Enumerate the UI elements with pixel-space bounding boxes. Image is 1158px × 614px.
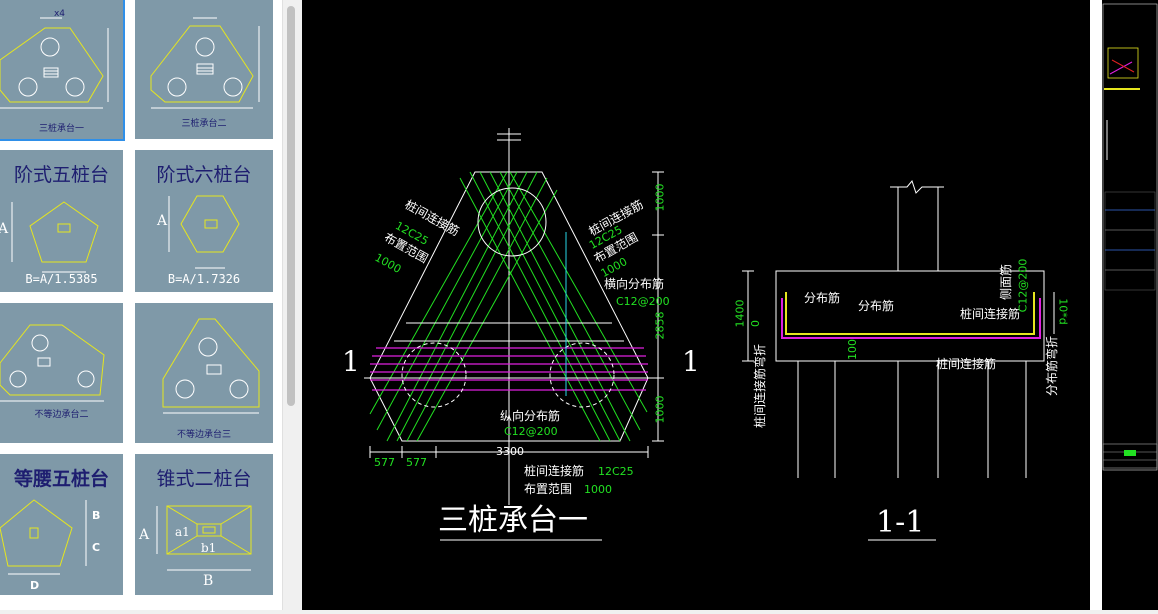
- tile-2-caption: 三桩承台二: [181, 119, 227, 129]
- section-bend-length: 10*d: [1056, 298, 1070, 325]
- tile-3-dim-a: A: [0, 221, 9, 237]
- cad-drawing-lines: [364, 128, 1055, 541]
- cone-two-pile-cap-thumbnail: [156, 505, 252, 571]
- unequal-cap-3-thumbnail: [162, 318, 260, 414]
- plan-transverse-label: 横向分布筋: [604, 277, 665, 291]
- plan-dim-left-1: 577: [374, 456, 395, 469]
- template-tile-cone-two-pile-cap[interactable]: 锥式二桩台 A a1 b1 B: [135, 454, 273, 595]
- plan-dim-left-2: 577: [406, 456, 427, 469]
- stepped-five-pile-cap-thumbnail: [11, 201, 99, 273]
- stepped-six-pile-cap-thumbnail: [168, 195, 240, 269]
- three-pile-cap-2-thumbnail: [150, 17, 260, 109]
- canvas-divider: [1090, 0, 1102, 610]
- section-title: 1-1: [876, 505, 925, 540]
- tile-7-dim-c: C: [92, 541, 101, 554]
- section-pile-conn-top: 桩间连接筋: [960, 307, 1021, 321]
- plan-bottom-band-qty: 12C25: [598, 465, 634, 478]
- template-palette: x4 三桩承台一 三桩承台二 阶式五桩台 A B=A/1.5385 阶: [0, 0, 282, 610]
- plan-section-mark-left: 1: [342, 345, 360, 378]
- palette-scrollbar-thumb[interactable]: [287, 6, 295, 406]
- plan-dim-bottom: 1000: [653, 395, 667, 424]
- section-pile-conn-bottom: 桩间连接筋: [936, 357, 997, 371]
- tile-8-dim-a1: a1: [175, 525, 190, 539]
- tile-7-dim-d: D: [30, 579, 40, 592]
- tile-3-title: 阶式五桩台: [13, 164, 109, 186]
- section-side-bar-value: C12@200: [1016, 258, 1030, 313]
- palette-scrollbar[interactable]: [282, 0, 299, 610]
- plan-bottom-range-label: 布置范围: [524, 482, 573, 496]
- tile-4-formula: B=A/1.7326: [167, 272, 241, 286]
- plan-section-mark-right: 1: [682, 345, 700, 378]
- section-dist-bar-1: 分布筋: [804, 291, 841, 305]
- cad-drawing-canvas[interactable]: 1 1 桩间连接筋 12C25 布置范围 1000 桩间连接筋 12C25 布置…: [302, 0, 1090, 610]
- template-tile-unequal-cap-2[interactable]: 不等边承台二: [0, 303, 123, 443]
- tile-4-dim-a: A: [157, 213, 168, 229]
- tile-5-caption: 不等边承台二: [34, 410, 89, 420]
- sheet-overview-graphics: [1102, 3, 1158, 471]
- template-tile-stepped-six-pile-cap[interactable]: 阶式六桩台 A B=A/1.7326: [135, 150, 273, 292]
- tile-8-dim-a: A: [139, 527, 150, 543]
- plan-bottom-range-value: 1000: [584, 483, 612, 496]
- section-dim-100: 100: [846, 339, 859, 360]
- section-dim-height: 1400: [733, 299, 747, 328]
- template-tile-stepped-five-pile-cap[interactable]: 阶式五桩台 A B=A/1.5385: [0, 150, 123, 292]
- plan-dim-width: 3300: [496, 445, 524, 458]
- plan-dim-mid: 2858: [653, 311, 667, 340]
- tile-3-formula: B=A/1.5385: [25, 272, 98, 286]
- unequal-cap-2-thumbnail: [0, 324, 105, 402]
- template-tile-isosceles-five-pile-cap[interactable]: 等腰五桩台 B C D: [0, 454, 123, 595]
- template-tile-three-pile-cap-1[interactable]: x4 三桩承台一: [0, 0, 125, 141]
- section-pile-conn-bend: 桩间连接筋弯折: [753, 343, 768, 429]
- plan-bottom-band-label: 桩间连接筋: [524, 464, 585, 478]
- plan-title: 三桩承台一: [438, 503, 588, 538]
- tile-6-caption: 不等边承台三: [176, 430, 231, 440]
- template-tile-three-pile-cap-2[interactable]: 三桩承台二: [135, 0, 273, 139]
- tile-7-dim-b: B: [92, 509, 101, 522]
- template-tile-unequal-cap-3[interactable]: 不等边承台三: [135, 303, 273, 443]
- three-pile-cap-1-thumbnail: [0, 17, 109, 109]
- plan-longitudinal-label: 纵向分布筋: [500, 409, 561, 423]
- section-side-bar: 侧面筋: [999, 263, 1014, 301]
- tile-1-dim-x4: x4: [53, 9, 66, 19]
- plan-transverse-value: C12@200: [616, 295, 670, 308]
- plan-dim-top: 1000: [653, 183, 667, 212]
- sheet-overview-thumbnail[interactable]: [1102, 0, 1158, 610]
- tile-4-title: 阶式六桩台: [156, 164, 252, 186]
- section-dim-zero: 0: [749, 320, 762, 327]
- tile-8-title: 锥式二桩台: [156, 468, 252, 490]
- tile-8-dim-b1: b1: [201, 541, 217, 555]
- isosceles-five-pile-cap-thumbnail: [0, 499, 87, 575]
- tile-1-caption: 三桩承台一: [38, 124, 84, 134]
- tile-7-title: 等腰五桩台: [13, 468, 109, 490]
- section-dist-bend: 分布筋弯折: [1045, 335, 1060, 397]
- plan-longitudinal-value: C12@200: [504, 425, 558, 438]
- section-dist-bar-2: 分布筋: [858, 299, 895, 313]
- tile-8-dim-b: B: [203, 573, 214, 589]
